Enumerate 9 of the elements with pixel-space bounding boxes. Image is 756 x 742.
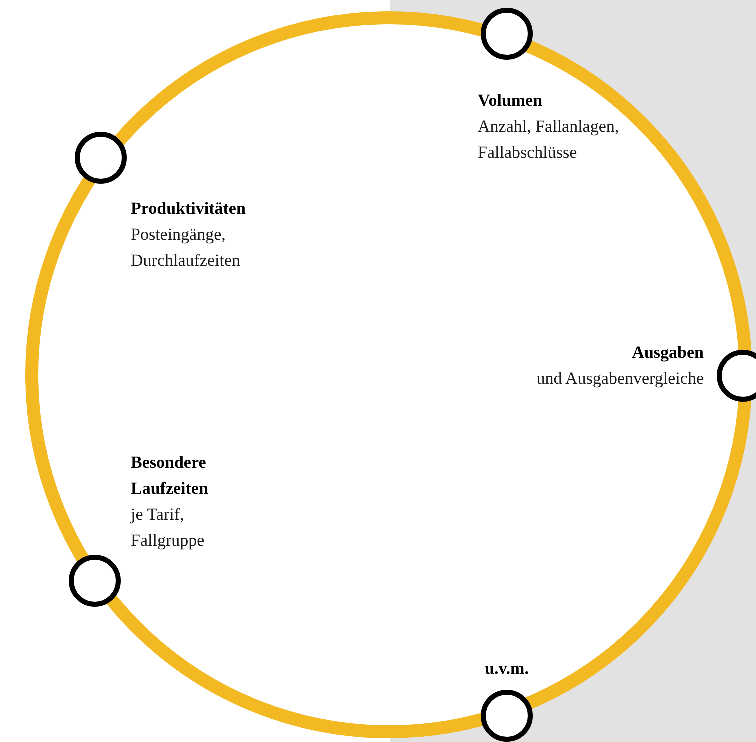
body-text: Anzahl, Fallanlagen, Fallabschlüsse <box>478 116 620 164</box>
heading-text: Besondere Laufzeiten <box>131 452 210 500</box>
heading-text: Ausgaben <box>631 342 704 364</box>
body-text: und Ausgabenvergleiche <box>536 368 704 390</box>
heading-text: u.v.m. <box>484 658 530 680</box>
heading-text: Produktivitäten <box>131 198 247 220</box>
heading-text: Volumen <box>478 90 544 112</box>
body-text: je Tarif, Fallgruppe <box>131 504 206 552</box>
body-text: Posteingänge, Durchlaufzeiten <box>131 224 242 272</box>
